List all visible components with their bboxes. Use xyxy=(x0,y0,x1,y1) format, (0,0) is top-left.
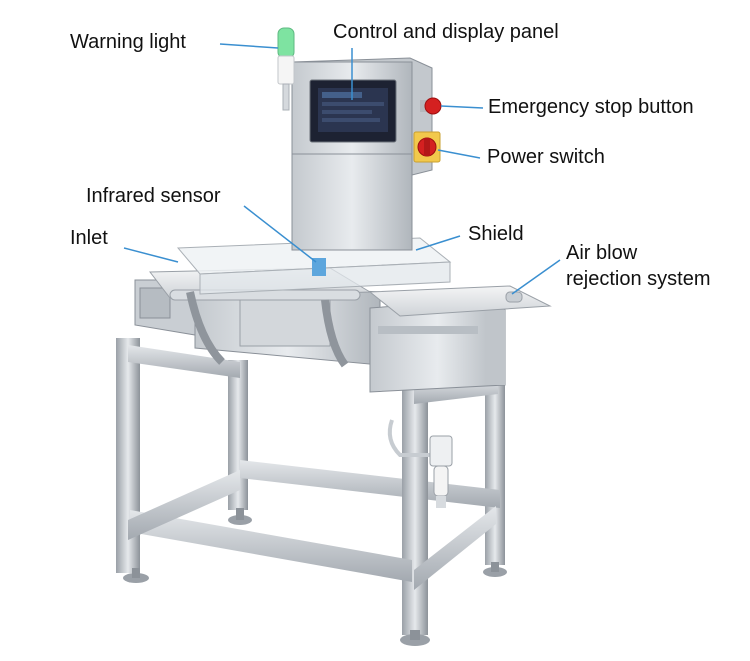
label-infrared-sensor: Infrared sensor xyxy=(86,185,221,207)
leader-shield xyxy=(415,235,461,251)
label-inlet: Inlet xyxy=(70,227,108,249)
side-guides xyxy=(186,291,349,368)
machine-frame xyxy=(116,338,507,646)
control-column xyxy=(291,57,433,251)
leader-warning-light xyxy=(219,43,279,49)
leader-inlet xyxy=(123,247,179,263)
label-air-blow-line1: Air blow xyxy=(566,242,638,264)
red-mushroom-button-icon xyxy=(420,97,442,115)
label-air-blow-line2: rejection system xyxy=(566,268,711,290)
air-filter-regulator xyxy=(387,419,453,508)
leader-emergency-stop xyxy=(440,105,484,109)
leader-infrared-sensor xyxy=(243,205,317,263)
signal-tower-icon xyxy=(277,27,295,111)
label-control-panel: Control and display panel xyxy=(333,21,559,43)
label-power-switch: Power switch xyxy=(487,146,605,168)
leader-power-switch xyxy=(437,149,481,159)
leader-air-blow xyxy=(511,259,561,295)
label-warning-light: Warning light xyxy=(70,31,186,53)
rotary-switch-icon xyxy=(413,131,441,163)
label-emergency-stop: Emergency stop button xyxy=(488,96,694,118)
label-shield: Shield xyxy=(468,223,524,245)
leader-lines xyxy=(123,43,561,295)
